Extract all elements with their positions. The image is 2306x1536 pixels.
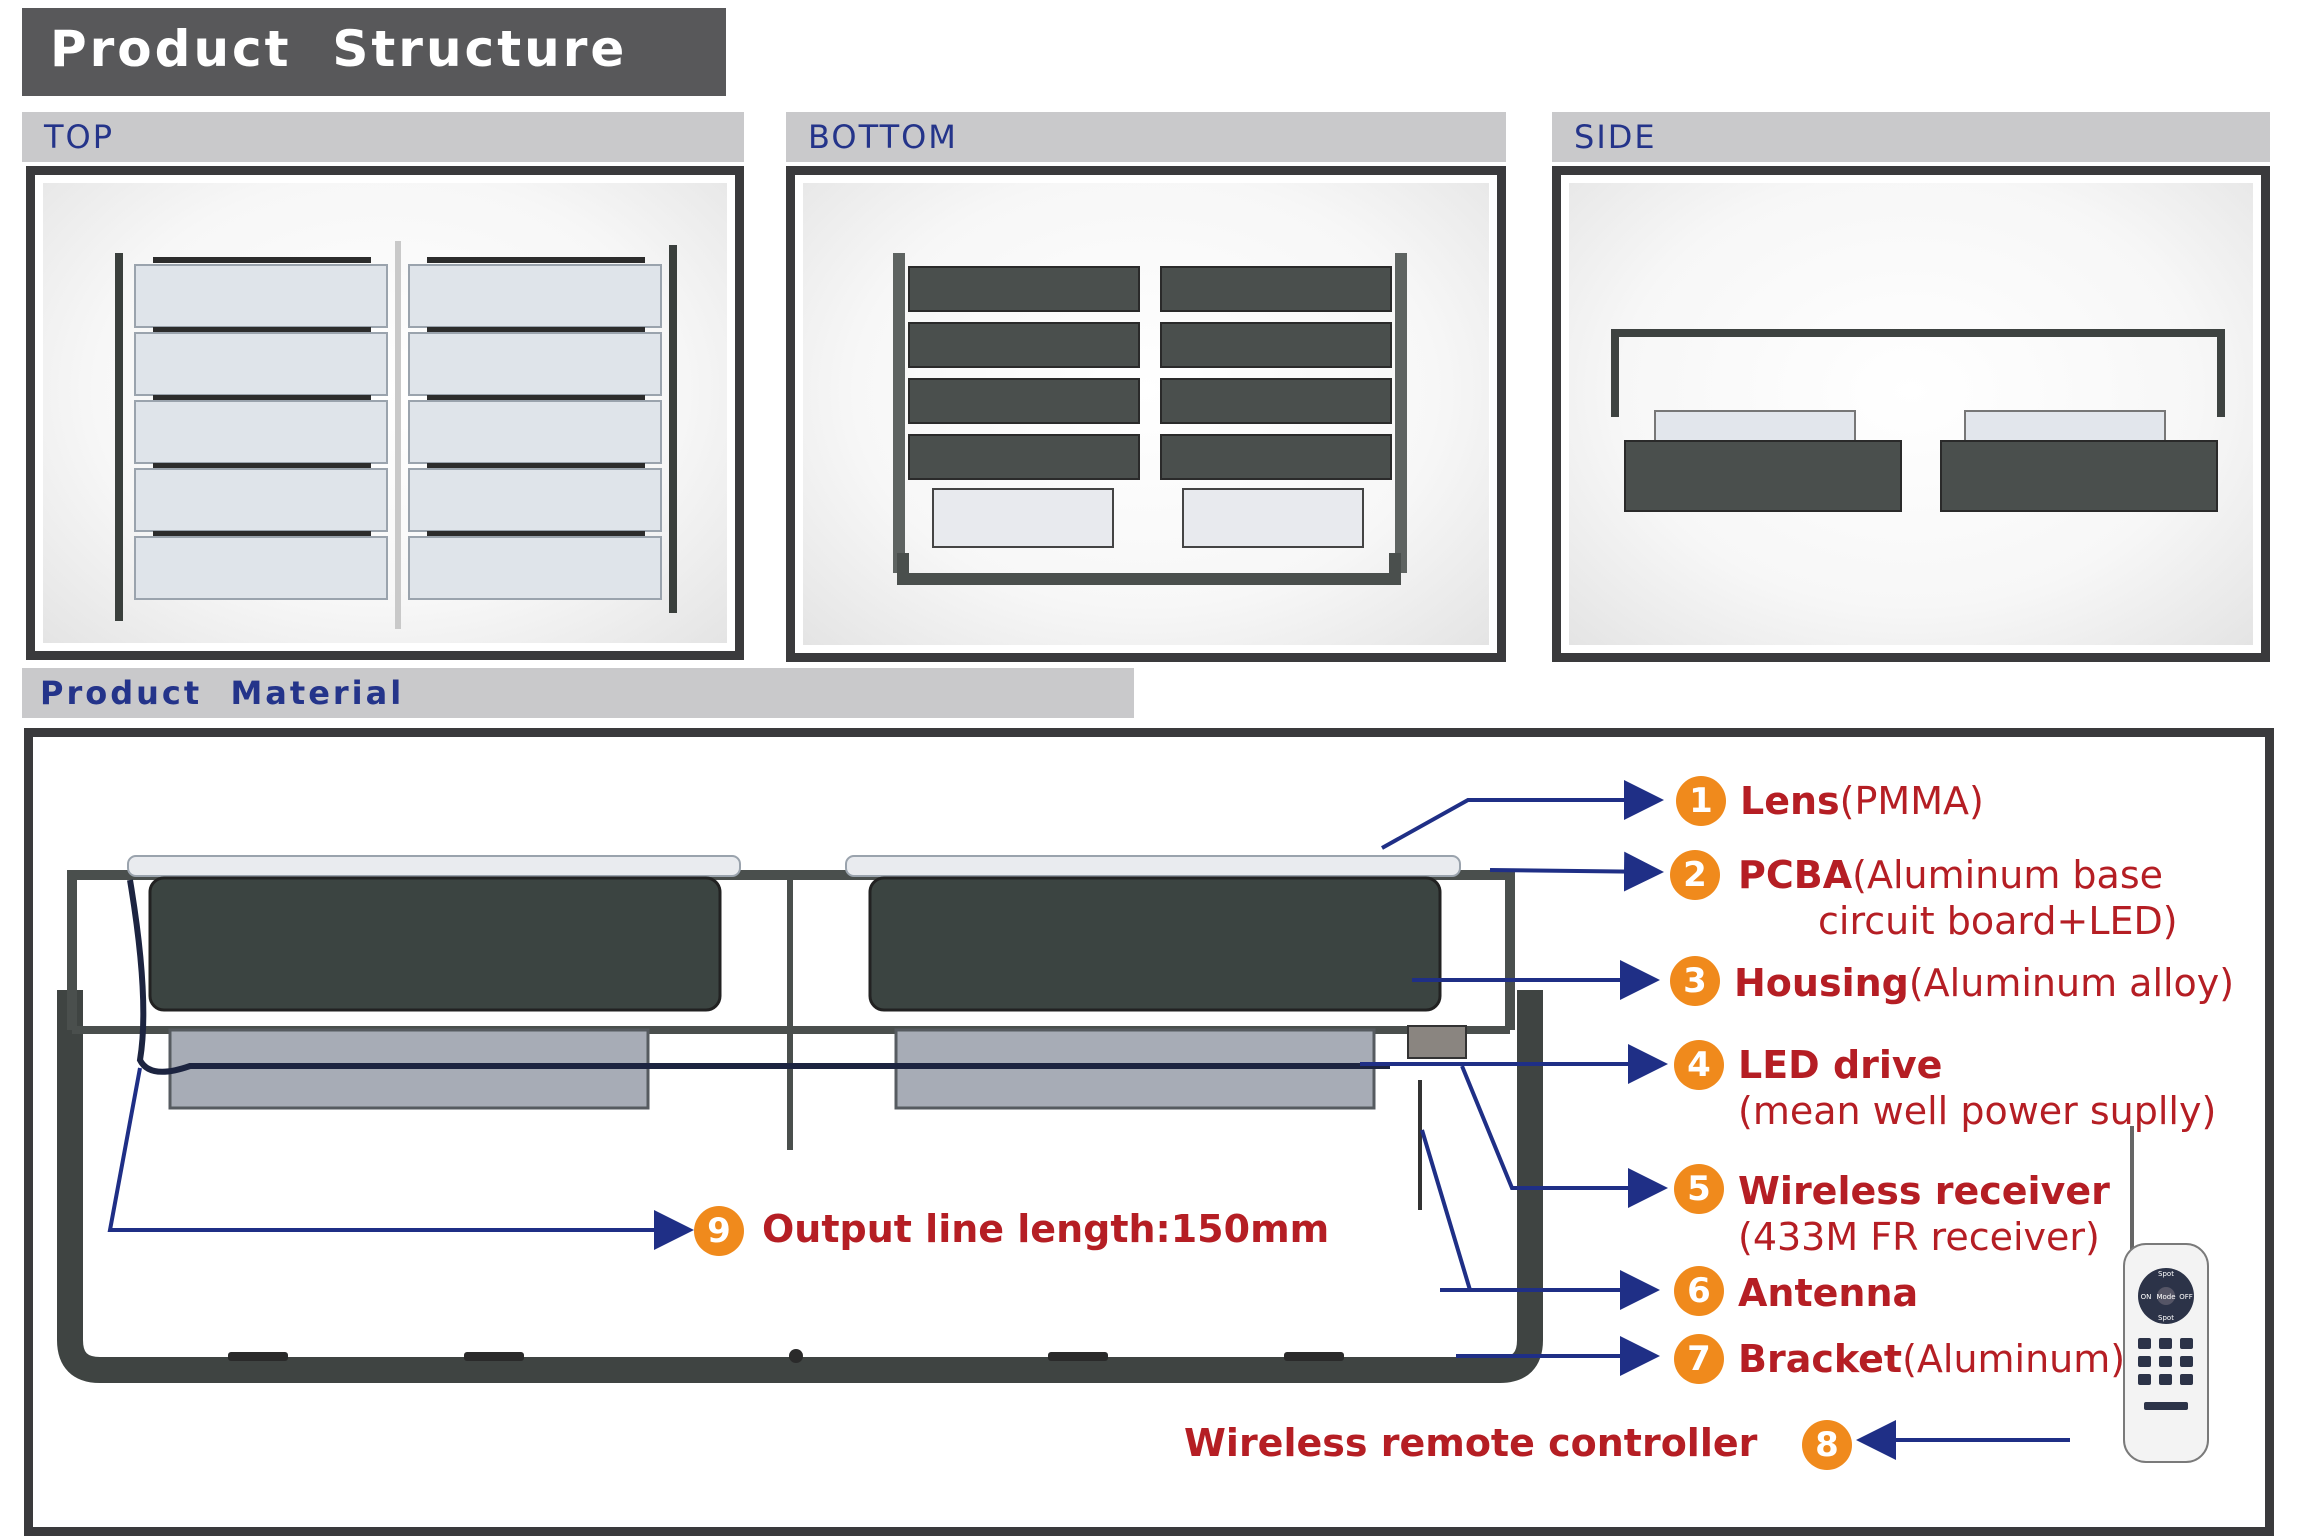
side-view-frame [1552,166,2270,662]
label-bracket-name: Bracket [1738,1337,1903,1381]
label-housing-name: Housing [1734,961,1909,1005]
badge-4: 4 [1674,1040,1724,1090]
remote-button-spot-top: Spot [2158,1270,2174,1278]
section-label-bottom: BOTTOM [808,118,958,156]
badge-7: 7 [1674,1334,1724,1384]
badge-5: 5 [1674,1164,1724,1214]
remote-button-spot-bottom: Spot [2158,1314,2174,1322]
label-pcba-name: PCBA [1738,853,1853,897]
badge-9: 9 [694,1206,744,1256]
label-lens: Lens(PMMA) [1740,778,1984,824]
label-lens-detail: (PMMA) [1839,779,1984,823]
label-antenna-name: Antenna [1738,1271,1919,1315]
badge-8: 8 [1802,1420,1852,1470]
label-led-drive-name: LED drive [1738,1043,1943,1087]
label-wireless-receiver: Wireless receiver(433M FR receiver) [1738,1168,2110,1260]
section-bar-top: TOP [22,112,744,162]
badge-3: 3 [1670,956,1720,1006]
bottom-view-frame [786,166,1506,662]
top-view-image [43,183,727,643]
badge-2: 2 [1670,850,1720,900]
label-output-line: Output line length:150mm [762,1206,1329,1252]
label-antenna: Antenna [1738,1270,1918,1316]
title-bar [22,8,726,96]
top-view-frame [26,166,744,660]
section-bar-side: SIDE [1552,112,2270,162]
section-bar-bottom: BOTTOM [786,112,1506,162]
label-housing-detail: (Aluminum alloy) [1908,961,2235,1005]
top-view-illustration [115,241,677,629]
label-led-drive: LED drive(mean well power suplly) [1738,1042,2216,1134]
label-wireless-receiver-detail: (433M FR receiver) [1738,1215,2100,1259]
bottom-view-illustration [893,253,1407,585]
side-view-image [1569,183,2253,645]
side-view-illustration [1611,329,2225,512]
label-lens-name: Lens [1740,779,1840,823]
label-bracket: Bracket(Aluminum) [1738,1336,2125,1382]
section-label-top: TOP [44,118,115,156]
label-housing: Housing(Aluminum alloy) [1734,960,2234,1006]
bottom-view-image [803,183,1489,645]
label-remote-controller-name: Wireless remote controller [1184,1421,1758,1465]
remote-button-mode: Mode [2156,1293,2175,1301]
section-label-side: SIDE [1574,118,1657,156]
badge-6: 6 [1674,1266,1724,1316]
remote-button-on: ON [2141,1293,2152,1301]
remote-button-off: OFF [2179,1293,2193,1301]
page-title: Product Structure [50,20,628,78]
label-pcba-detail2: circuit board+LED) [1818,899,2178,943]
section-bar-material: Product Material [22,668,1134,718]
label-output-line-name: Output line length:150mm [762,1207,1330,1251]
label-pcba-detail: (Aluminum base [1852,853,2164,897]
section-label-material: Product Material [40,674,405,712]
label-wireless-receiver-name: Wireless receiver [1738,1169,2110,1213]
badge-1: 1 [1676,776,1726,826]
label-led-drive-detail: (mean well power suplly) [1738,1089,2217,1133]
label-remote-controller: Wireless remote controller [1184,1420,1757,1466]
remote-controller-illustration: Spot ON Mode OFF Spot [2123,1126,2209,1463]
label-bracket-detail: (Aluminum) [1902,1337,2126,1381]
